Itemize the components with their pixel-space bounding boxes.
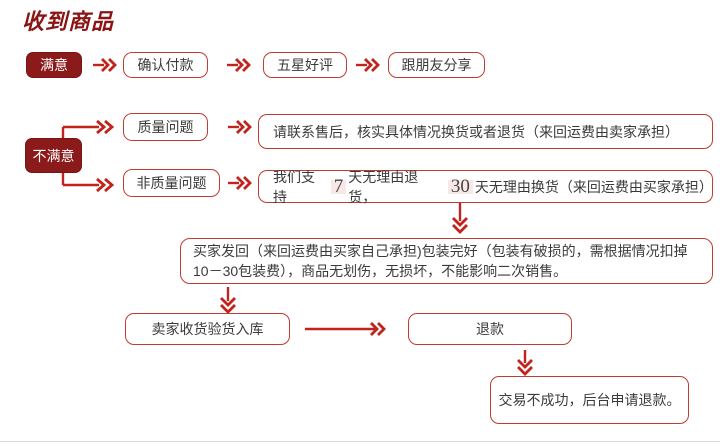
policy-days-7: 7 [330,177,347,196]
node-return-conditions: 买家发回（来回运费由买家自己承担)包装完好（包装有破损的，需根据情况扣掉 10－… [180,238,713,284]
branch-connector-icon [61,119,115,193]
arrow-down-icon [452,203,468,234]
arrow-down-icon [220,287,236,314]
arrow-right-icon [228,176,252,190]
arrow-right-icon [227,58,251,72]
arrow-down-icon [517,350,533,376]
policy-text: 天无理由退货， [348,168,419,205]
page-title: 收到商品 [22,9,115,34]
node-share-with-friends: 跟朋友分享 [388,52,485,78]
arrow-right-long-icon [305,322,386,336]
node-seller-receive: 卖家收货验货入库 [125,313,290,345]
arrow-right-icon [93,58,117,72]
policy-text: 我们支持 [273,168,315,205]
node-confirm-payment: 确认付款 [123,52,208,78]
node-non-quality-issue: 非质量问题 [123,169,220,197]
return-conditions-line2: 10－30包装费），商品无划伤，无损坏，不能影响二次销售。 [193,263,568,279]
node-refund: 退款 [408,313,572,345]
bottom-divider [0,441,720,442]
arrow-right-icon [228,120,252,134]
node-quality-action: 请联系售后，核实具体情况换货或者退货（来回运费由卖家承担） [258,114,713,149]
policy-text: 天无理由换货（来回运费由买家承担） [474,178,713,195]
node-unsatisfied: 不满意 [25,138,82,173]
node-quality-issue: 质量问题 [123,113,208,141]
node-final-note: 交易不成功，后台申请退款。 [490,376,689,424]
node-five-star-review: 五星好评 [263,52,347,78]
policy-days-30: 30 [447,177,473,196]
node-return-policy: 我们支持 7 天无理由退货， 30 天无理由换货（来回运费由买家承担） [258,169,713,205]
node-satisfied: 满意 [26,52,82,78]
return-conditions-line1: 买家发回（来回运费由买家自己承担)包装完好（包装有破损的，需根据情况扣掉 [193,243,688,259]
arrow-right-icon [356,58,380,72]
